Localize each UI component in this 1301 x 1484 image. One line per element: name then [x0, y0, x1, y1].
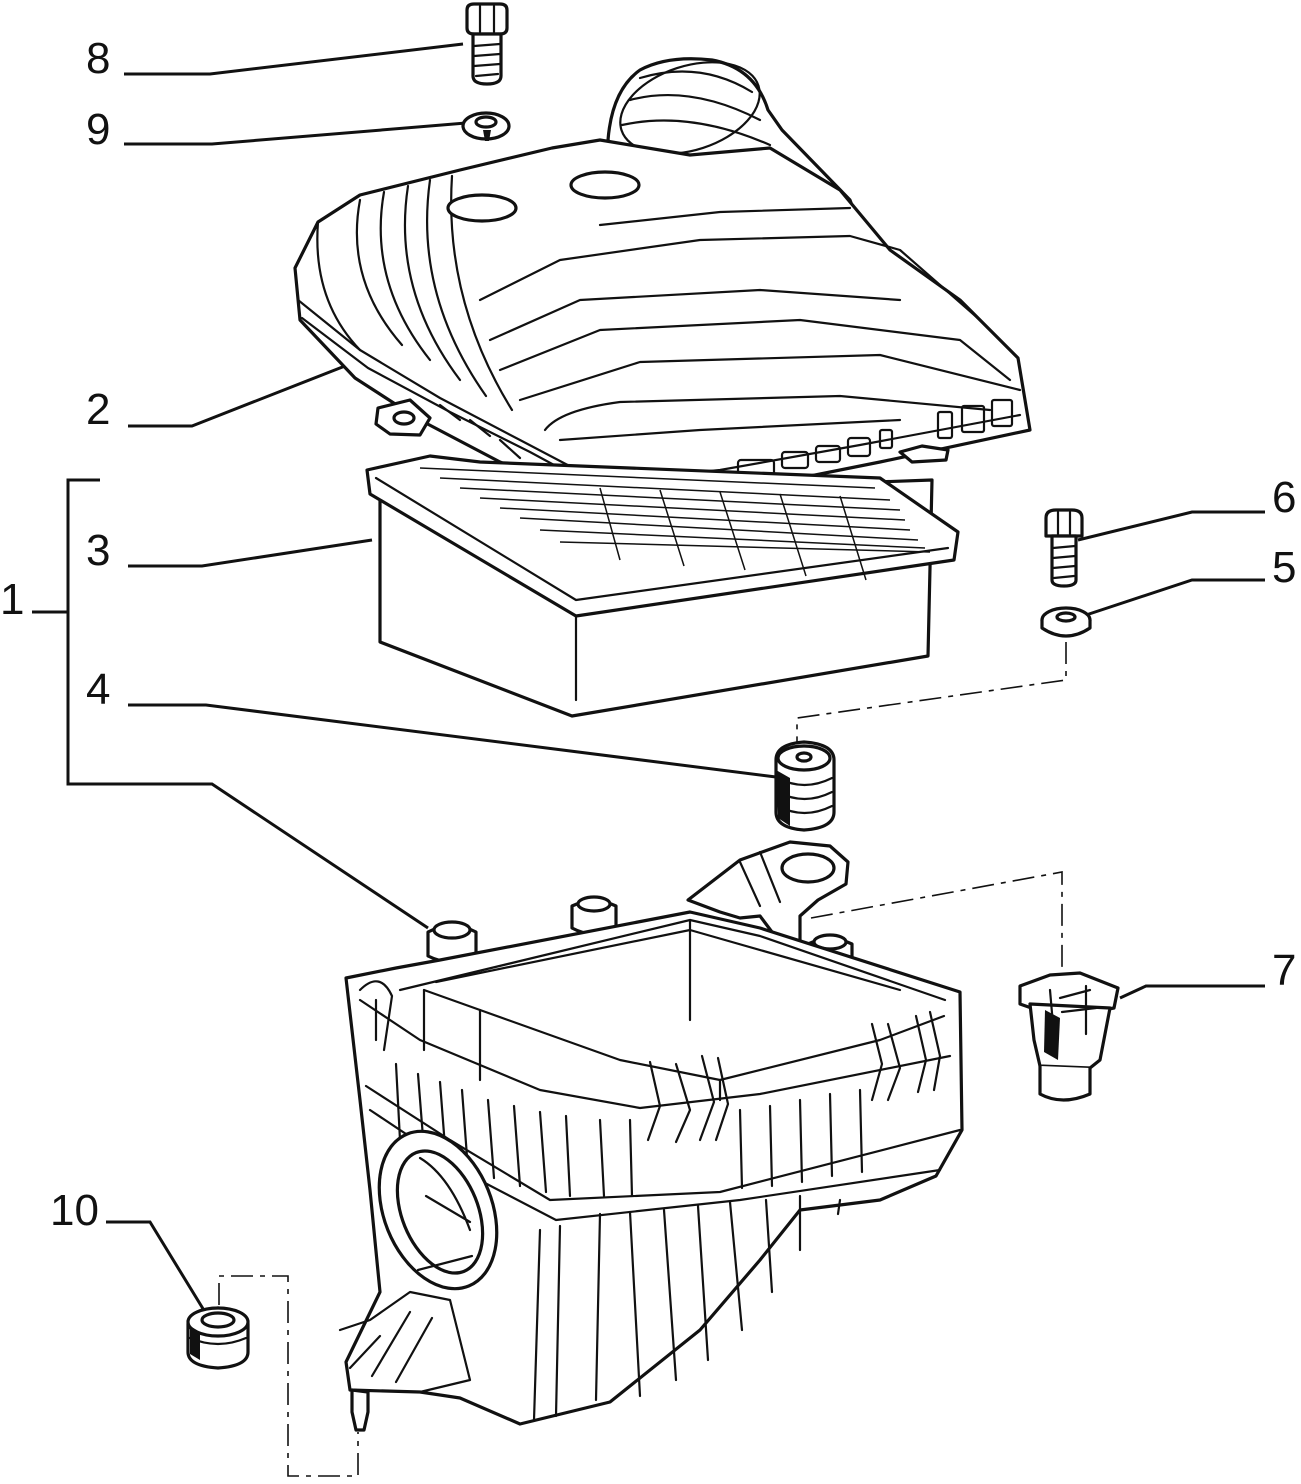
callout-6: 6 [1272, 473, 1296, 522]
leader-10 [106, 1220, 207, 1313]
callout-8: 8 [86, 34, 110, 83]
leader-8 [124, 42, 464, 76]
callout-3: 3 [86, 526, 110, 575]
leader-2 [128, 364, 346, 428]
alignment-5-to-4 [796, 642, 1067, 745]
alignment-10 [218, 1275, 359, 1477]
leader-1-bracket [32, 478, 429, 930]
leader-9 [124, 121, 467, 146]
leader-lines [32, 42, 1265, 1313]
bolt-6 [1044, 508, 1084, 588]
leader-6 [1077, 510, 1265, 542]
grommet-10 [186, 1306, 250, 1370]
bolt-8 [465, 2, 509, 86]
rubber-mount-4 [774, 740, 836, 832]
clip-7 [1018, 971, 1120, 1102]
callout-2: 2 [86, 385, 110, 434]
alignment-7 [810, 871, 1063, 975]
callout-1: 1 [0, 575, 24, 624]
callout-9: 9 [86, 105, 110, 154]
callout-5: 5 [1272, 543, 1296, 592]
callout-7: 7 [1272, 946, 1296, 995]
leader-4 [128, 703, 777, 779]
leader-7 [1119, 984, 1265, 1000]
filter-element-3 [365, 454, 960, 718]
leader-5 [1079, 578, 1265, 619]
air-filter-housing-1 [338, 840, 964, 1432]
air-filter-cover-2 [293, 57, 1032, 507]
alignment-lines [218, 642, 1067, 1477]
leader-3 [128, 538, 373, 568]
washer-5 [1040, 606, 1092, 638]
callout-4: 4 [86, 665, 110, 714]
callout-10: 10 [50, 1186, 99, 1235]
washer-9 [461, 111, 511, 141]
